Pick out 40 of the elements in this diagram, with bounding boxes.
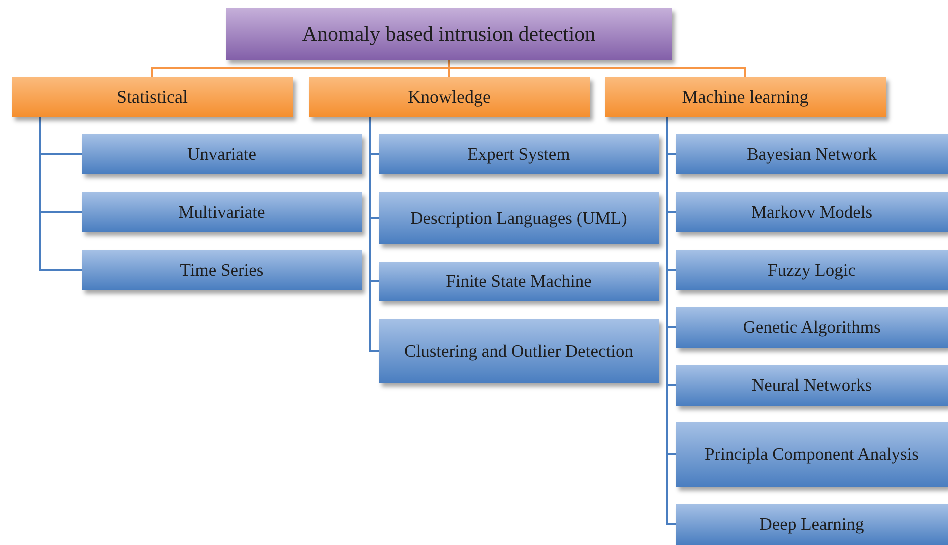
node-label: Bayesian Network <box>747 144 877 164</box>
category-box <box>309 77 590 117</box>
method-box <box>676 192 948 232</box>
node-label: Clustering and Outlier Detection <box>404 340 634 362</box>
method-box <box>379 262 659 301</box>
node-label: Unvariate <box>188 144 256 164</box>
node-label: Description Languages (UML) <box>410 208 628 228</box>
node-label: Expert System <box>468 144 570 164</box>
node-label: Genetic Algorithms <box>743 317 881 338</box>
method-box <box>82 192 362 232</box>
node-label: Anomaly based intrusion detection <box>302 22 596 46</box>
node-label: Deep Learning <box>760 514 864 535</box>
connector-line <box>448 60 746 77</box>
node-label: Markovv Models <box>751 202 873 222</box>
node-label: Time Series <box>180 260 264 280</box>
connector-line <box>369 117 379 352</box>
category-box <box>12 77 293 117</box>
connector-line <box>666 117 676 526</box>
node-label: Multivariate <box>178 202 266 222</box>
node-label: Machine learning <box>682 86 809 108</box>
method-box <box>676 134 948 174</box>
method-box <box>676 504 948 545</box>
method-box <box>379 319 659 383</box>
node-label: Statistical <box>117 86 188 108</box>
node-label: Neural Networks <box>752 375 872 396</box>
node-label: Principla Component Analysis <box>705 444 919 465</box>
node-label: Finite State Machine <box>446 271 592 292</box>
connector-line <box>39 117 82 271</box>
method-box <box>82 250 362 290</box>
method-box <box>676 365 948 406</box>
category-box <box>605 77 886 117</box>
method-box <box>82 134 362 174</box>
method-box <box>379 134 659 174</box>
method-box <box>676 307 948 348</box>
title-box <box>226 8 672 60</box>
method-box <box>379 192 659 244</box>
node-label: Knowledge <box>408 86 491 108</box>
method-box <box>676 422 948 487</box>
node-label: Fuzzy Logic <box>768 260 856 280</box>
method-box <box>676 250 948 290</box>
